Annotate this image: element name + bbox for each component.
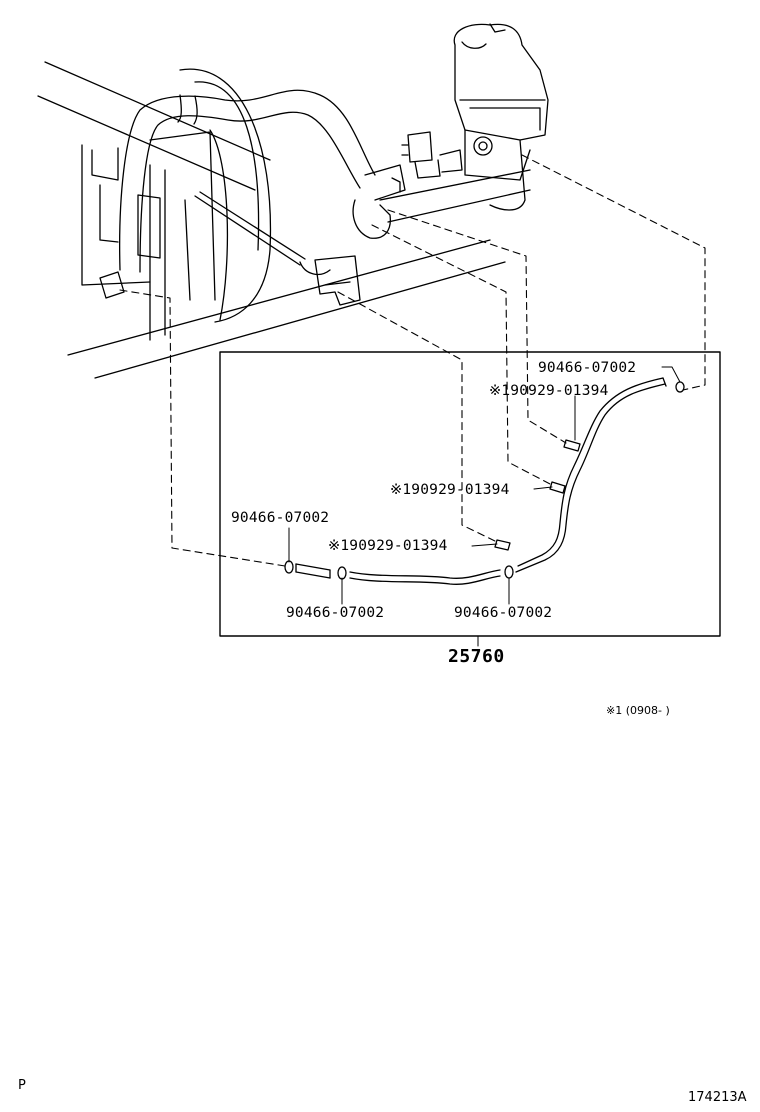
assembly-number[interactable]: 25760	[448, 646, 505, 667]
callout-c7[interactable]: 90466-07002	[454, 605, 552, 621]
engine-radiator-illustration	[37, 61, 531, 379]
throttle-body-illustration	[391, 23, 549, 211]
assembly-box	[219, 351, 721, 637]
callout-c6[interactable]: 90466-07002	[286, 605, 384, 621]
footnote: ※1 (0908- )	[606, 704, 670, 717]
callout-leaders	[288, 366, 681, 647]
callout-c2-part: 90929-01394	[510, 383, 609, 399]
callout-c2[interactable]: ※190929-01394	[489, 383, 609, 399]
hose-assembly	[295, 377, 667, 585]
callout-c5[interactable]: ※190929-01394	[328, 538, 448, 554]
callout-c6-part: 90466-07002	[286, 605, 385, 621]
callout-c7-part: 90466-07002	[454, 605, 553, 621]
callout-c3-part: 90929-01394	[411, 482, 510, 498]
callout-c1-part: 90466-07002	[538, 360, 637, 376]
callout-c5-mark: ※1	[328, 538, 350, 554]
callout-c5-part: 90929-01394	[349, 538, 448, 554]
callout-c4[interactable]: 90466-07002	[231, 510, 329, 526]
corner-mark: P	[18, 1078, 26, 1093]
callout-c3[interactable]: ※190929-01394	[390, 482, 510, 498]
callout-c2-mark: ※1	[489, 383, 511, 399]
callout-c4-part: 90466-07002	[231, 510, 330, 526]
dashed-leaders	[119, 154, 706, 567]
callout-c1[interactable]: 90466-07002	[538, 360, 636, 376]
figure-id: 174213A	[688, 1090, 747, 1105]
callout-c3-mark: ※1	[390, 482, 412, 498]
